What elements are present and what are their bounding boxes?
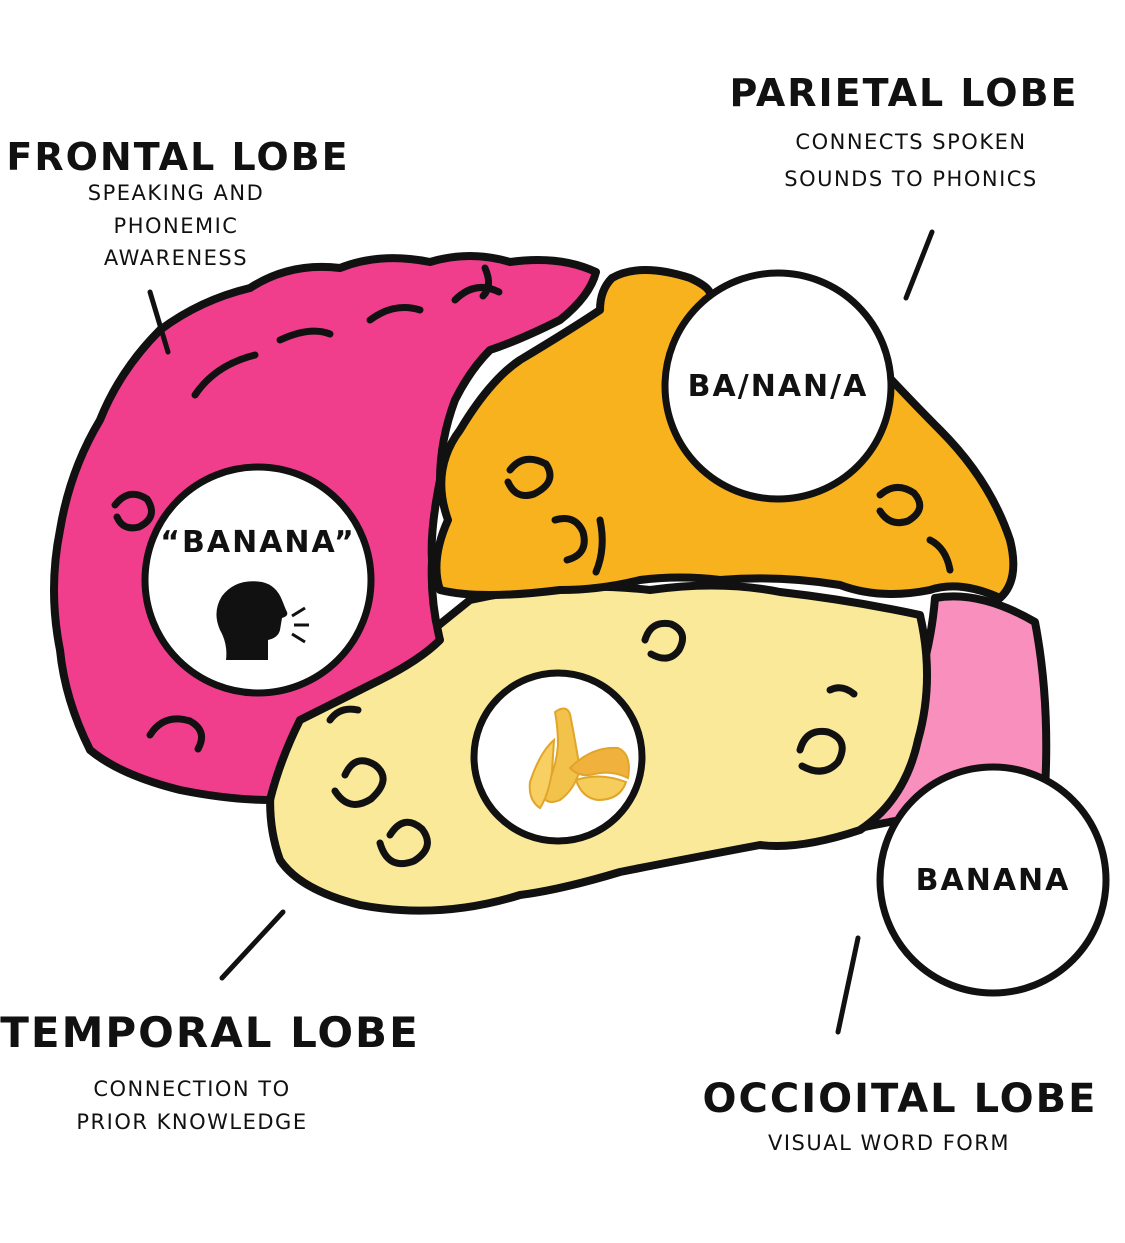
- temporal-desc-1: CONNECTION TO: [93, 1077, 290, 1101]
- frontal-gyrus-2: [276, 327, 334, 344]
- frontal-gyrus-3: [366, 304, 424, 324]
- parietal-gyrus-2: [551, 515, 588, 564]
- parietal-desc-1: CONNECTS SPOKEN: [795, 130, 1026, 154]
- parietal-circle: BA/NAN/A: [661, 269, 895, 503]
- parietal-label: PARIETAL LOBE CONNECTS SPOKEN SOUNDS TO …: [729, 71, 1078, 191]
- frontal-desc-3: AWARENESS: [104, 246, 248, 270]
- frontal-circle: “BANANA”: [141, 463, 375, 697]
- speaking-head-icon: [216, 581, 309, 660]
- parietal-gyrus-3: [876, 484, 924, 527]
- frontal-gyrus-5: [479, 264, 492, 300]
- temporal-leader-line: [219, 909, 286, 981]
- occipital-leader-line: [835, 935, 861, 1035]
- occipital-circle-text: BANANA: [916, 863, 1071, 898]
- temporal-gyrus-4: [796, 727, 846, 775]
- frontal-desc-1: SPEAKING AND: [88, 181, 265, 205]
- frontal-gyrus-1: [191, 351, 259, 399]
- temporal-label: TEMPORAL LOBE CONNECTION TO PRIOR KNOWLE…: [0, 1008, 420, 1134]
- temporal-desc-2: PRIOR KNOWLEDGE: [76, 1110, 307, 1134]
- occipital-label: OCCIOITAL LOBE VISUAL WORD FORM: [703, 1076, 1098, 1155]
- occipital-circle: BANANA: [876, 763, 1110, 997]
- temporal-gyrus-3: [641, 619, 687, 662]
- frontal-desc-2: PHONEMIC: [114, 214, 239, 238]
- occipital-desc-1: VISUAL WORD FORM: [768, 1131, 1010, 1155]
- parietal-desc-2: SOUNDS TO PHONICS: [784, 167, 1038, 191]
- frontal-gyrus-7: [146, 715, 206, 753]
- frontal-label: FRONTAL LOBE SPEAKING AND PHONEMIC AWARE…: [6, 135, 349, 270]
- parietal-title: PARIETAL LOBE: [729, 71, 1078, 115]
- temporal-circle: [470, 669, 646, 845]
- frontal-title: FRONTAL LOBE: [6, 135, 349, 179]
- temporal-gyrus-2: [376, 818, 431, 868]
- banana-icon: [528, 707, 630, 810]
- occipital-title: OCCIOITAL LOBE: [703, 1076, 1098, 1122]
- parietal-gyrus-1: [504, 455, 554, 499]
- frontal-circle-text: “BANANA”: [160, 525, 355, 560]
- frontal-gyrus-8: [326, 705, 362, 724]
- temporal-gyrus-1: [331, 757, 387, 808]
- parietal-circle-text: BA/NAN/A: [688, 369, 869, 404]
- frontal-gyrus-4: [451, 284, 503, 304]
- temporal-gyrus-5: [826, 684, 858, 698]
- frontal-leader-line: [147, 289, 171, 355]
- frontal-gyrus-6: [111, 490, 155, 532]
- parietal-gyrus-4: [926, 536, 954, 574]
- parietal-leader-line: [903, 229, 935, 301]
- parietal-gyrus-5: [592, 516, 606, 576]
- temporal-title: TEMPORAL LOBE: [0, 1008, 420, 1057]
